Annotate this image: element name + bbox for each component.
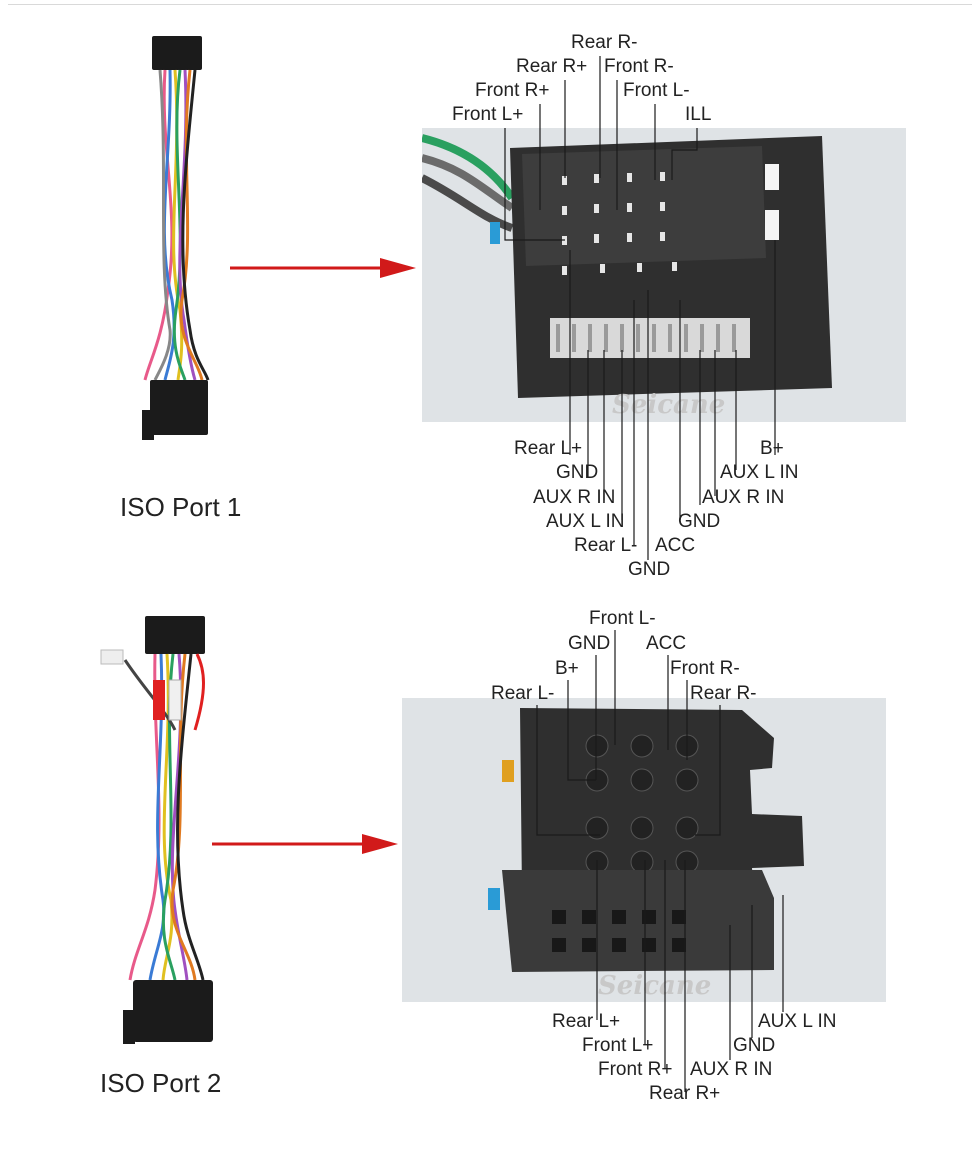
label-gnd-1: GND <box>556 462 599 483</box>
watermark-2: Seicane <box>598 971 711 1001</box>
label-aux-r-in-2: AUX R IN <box>702 487 785 508</box>
label-acc-2: ACC <box>646 633 687 654</box>
harness-1-image <box>142 36 210 440</box>
label-aux-r-in-p2: AUX R IN <box>690 1059 773 1080</box>
label-aux-l-in-1: AUX L IN <box>720 462 799 483</box>
port1-caption: ISO Port 1 <box>120 492 242 522</box>
label-rear-r-plus: Rear R+ <box>516 56 588 77</box>
watermark-1: Seicane <box>612 390 725 420</box>
label-rear-r-plus-2: Rear R+ <box>649 1083 721 1104</box>
arrow-right-icon <box>212 834 398 854</box>
arrow-right-icon <box>230 258 416 278</box>
port2-caption: ISO Port 2 <box>100 1068 222 1098</box>
label-front-r-minus-2: Front R- <box>670 658 740 679</box>
harness-2-image <box>100 616 213 1044</box>
label-rear-l-minus-2: Rear L- <box>491 683 555 704</box>
label-ill: ILL <box>685 104 712 125</box>
label-gnd-bottom-2: GND <box>733 1035 776 1056</box>
label-front-l-plus-2: Front L+ <box>582 1035 654 1056</box>
label-aux-l-in-2: AUX L IN <box>546 511 625 532</box>
label-rear-l-minus: Rear L- <box>574 535 638 556</box>
label-aux-r-in-1: AUX R IN <box>533 487 616 508</box>
label-rear-l-plus: Rear L+ <box>514 438 583 459</box>
label-aux-l-in-p2: AUX L IN <box>758 1011 837 1032</box>
label-b-plus-2: B+ <box>555 658 579 679</box>
label-front-l-plus: Front L+ <box>452 104 524 125</box>
label-front-r-minus: Front R- <box>604 56 674 77</box>
label-gnd-top-2: GND <box>568 633 611 654</box>
label-rear-r-minus: Rear R- <box>571 32 638 53</box>
label-b-plus: B+ <box>760 438 784 459</box>
label-front-l-minus-2: Front L- <box>589 608 656 629</box>
label-rear-r-minus-2: Rear R- <box>690 683 757 704</box>
label-front-r-plus: Front R+ <box>475 80 550 101</box>
label-front-r-plus-2: Front R+ <box>598 1059 673 1080</box>
top-divider <box>8 4 972 5</box>
label-front-l-minus: Front L- <box>623 80 690 101</box>
connector-1-image: Seicane <box>422 128 906 422</box>
label-gnd-2: GND <box>678 511 721 532</box>
label-acc: ACC <box>655 535 696 556</box>
label-rear-l-plus-2: Rear L+ <box>552 1011 621 1032</box>
label-gnd-3: GND <box>628 559 671 580</box>
